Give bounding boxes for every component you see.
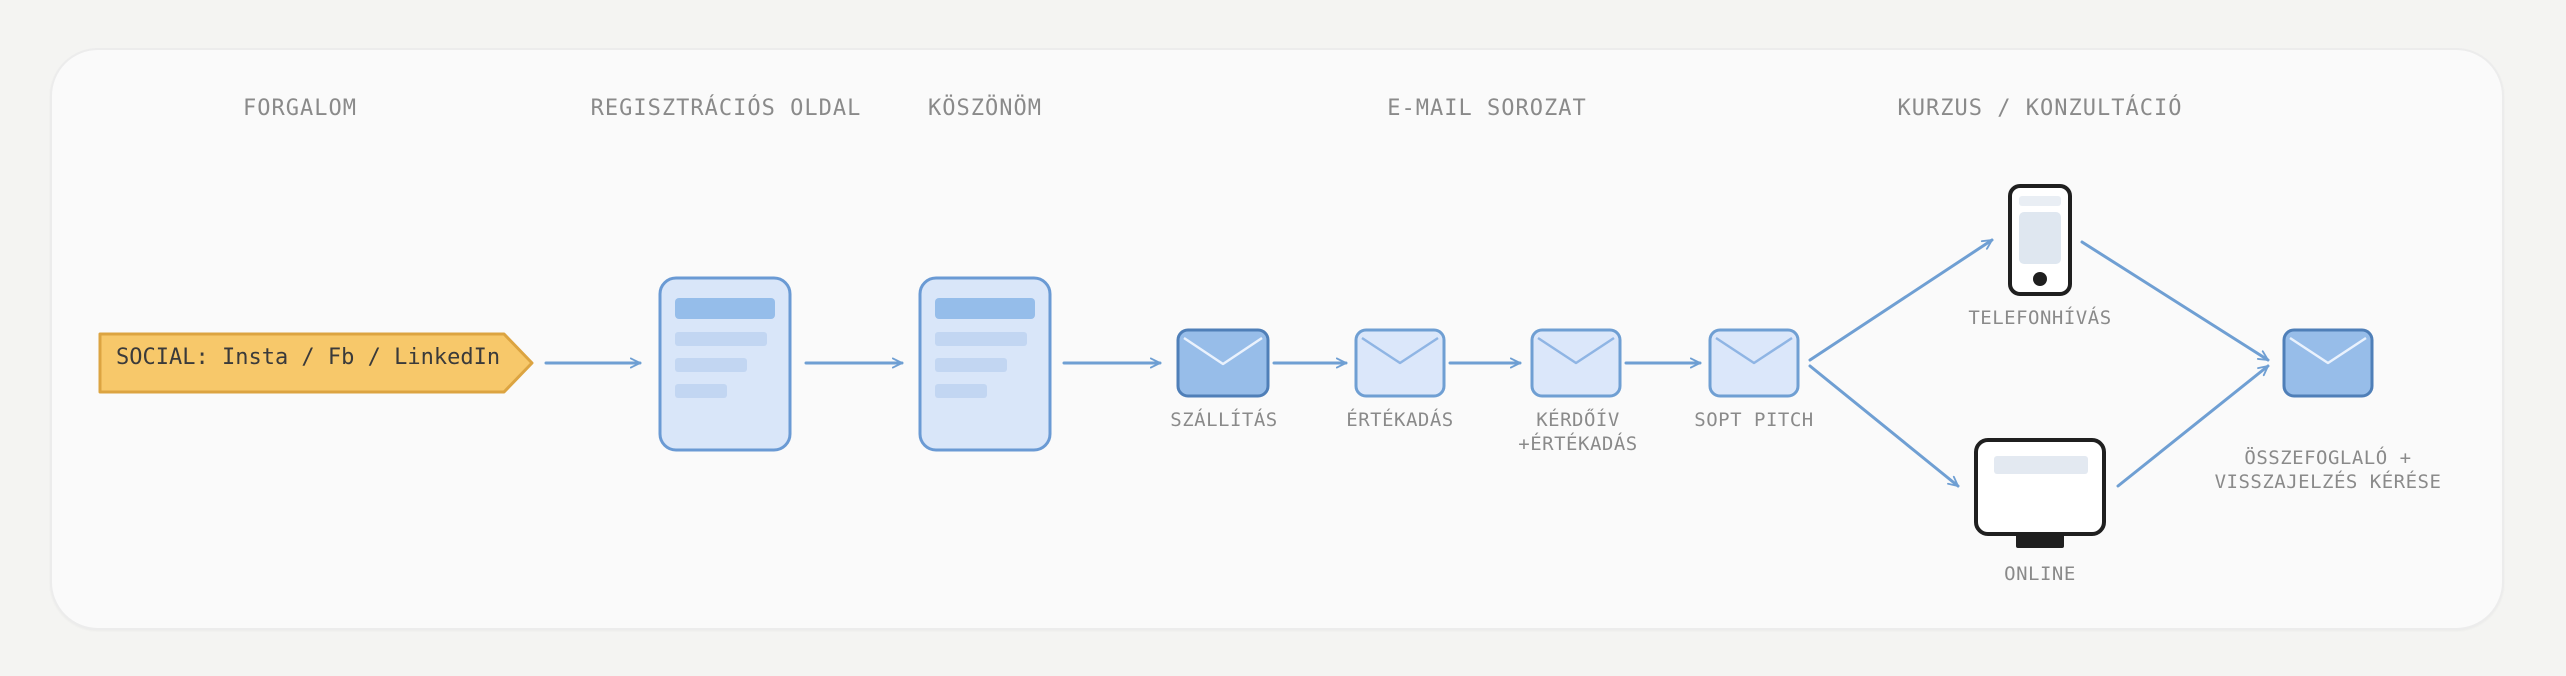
monitor-online-icon[interactable] xyxy=(1974,438,2106,548)
summary-feedback-label-line2: VISSZAJELZÉS KÉRÉSE xyxy=(2214,471,2442,493)
online-label: ONLINE xyxy=(2004,563,2076,585)
email-pitch-label: SOPT PITCH xyxy=(1694,409,1814,431)
email-summary-envelope-icon[interactable] xyxy=(2282,328,2374,398)
email-pitch-envelope-icon[interactable] xyxy=(1708,328,1800,398)
arrow-phone-to-summary xyxy=(2080,240,2270,362)
email-survey-envelope-icon[interactable] xyxy=(1530,328,1622,398)
email-delivery-label: SZÁLLÍTÁS xyxy=(1170,409,1278,431)
summary-feedback-label: ÖSSZEFOGLALÓ + VISSZAJELZÉS KÉRÉSE xyxy=(2215,446,2442,494)
stage-registration-heading: REGISZTRÁCIÓS OLDAL xyxy=(590,96,862,121)
stage-course-heading: KURZUS / KONZULTÁCIÓ xyxy=(1897,96,2183,121)
email-survey-label-line1: KÉRDŐÍV xyxy=(1536,409,1620,431)
summary-feedback-label-line1: ÖSSZEFOGLALÓ + xyxy=(2244,447,2412,469)
registration-page-icon[interactable] xyxy=(658,276,792,452)
social-source-label: SOCIAL: Insta / Fb / LinkedIn xyxy=(116,345,501,370)
stage-traffic-heading: FORGALOM xyxy=(243,96,357,121)
email-survey-label: KÉRDŐÍV +ÉRTÉKADÁS xyxy=(1518,408,1637,456)
arrow-pitch-to-online xyxy=(1808,364,1960,488)
stage-thanks-heading: KÖSZÖNÖM xyxy=(928,96,1042,121)
stage-email-series-heading: E-MAIL SOROZAT xyxy=(1387,96,1587,121)
thank-you-page-icon[interactable] xyxy=(918,276,1052,452)
email-value-envelope-icon[interactable] xyxy=(1354,328,1446,398)
email-value-label: ÉRTÉKADÁS xyxy=(1346,409,1454,431)
phone-call-label: TELEFONHÍVÁS xyxy=(1968,307,2112,329)
email-survey-label-line2: +ÉRTÉKADÁS xyxy=(1518,433,1638,455)
arrow-online-to-summary xyxy=(2116,364,2270,488)
arrow-pitch-to-phone xyxy=(1808,238,1994,362)
phone-call-icon[interactable] xyxy=(2008,184,2072,296)
social-source-tag[interactable] xyxy=(98,332,534,394)
email-delivery-envelope-icon[interactable] xyxy=(1176,328,1270,398)
